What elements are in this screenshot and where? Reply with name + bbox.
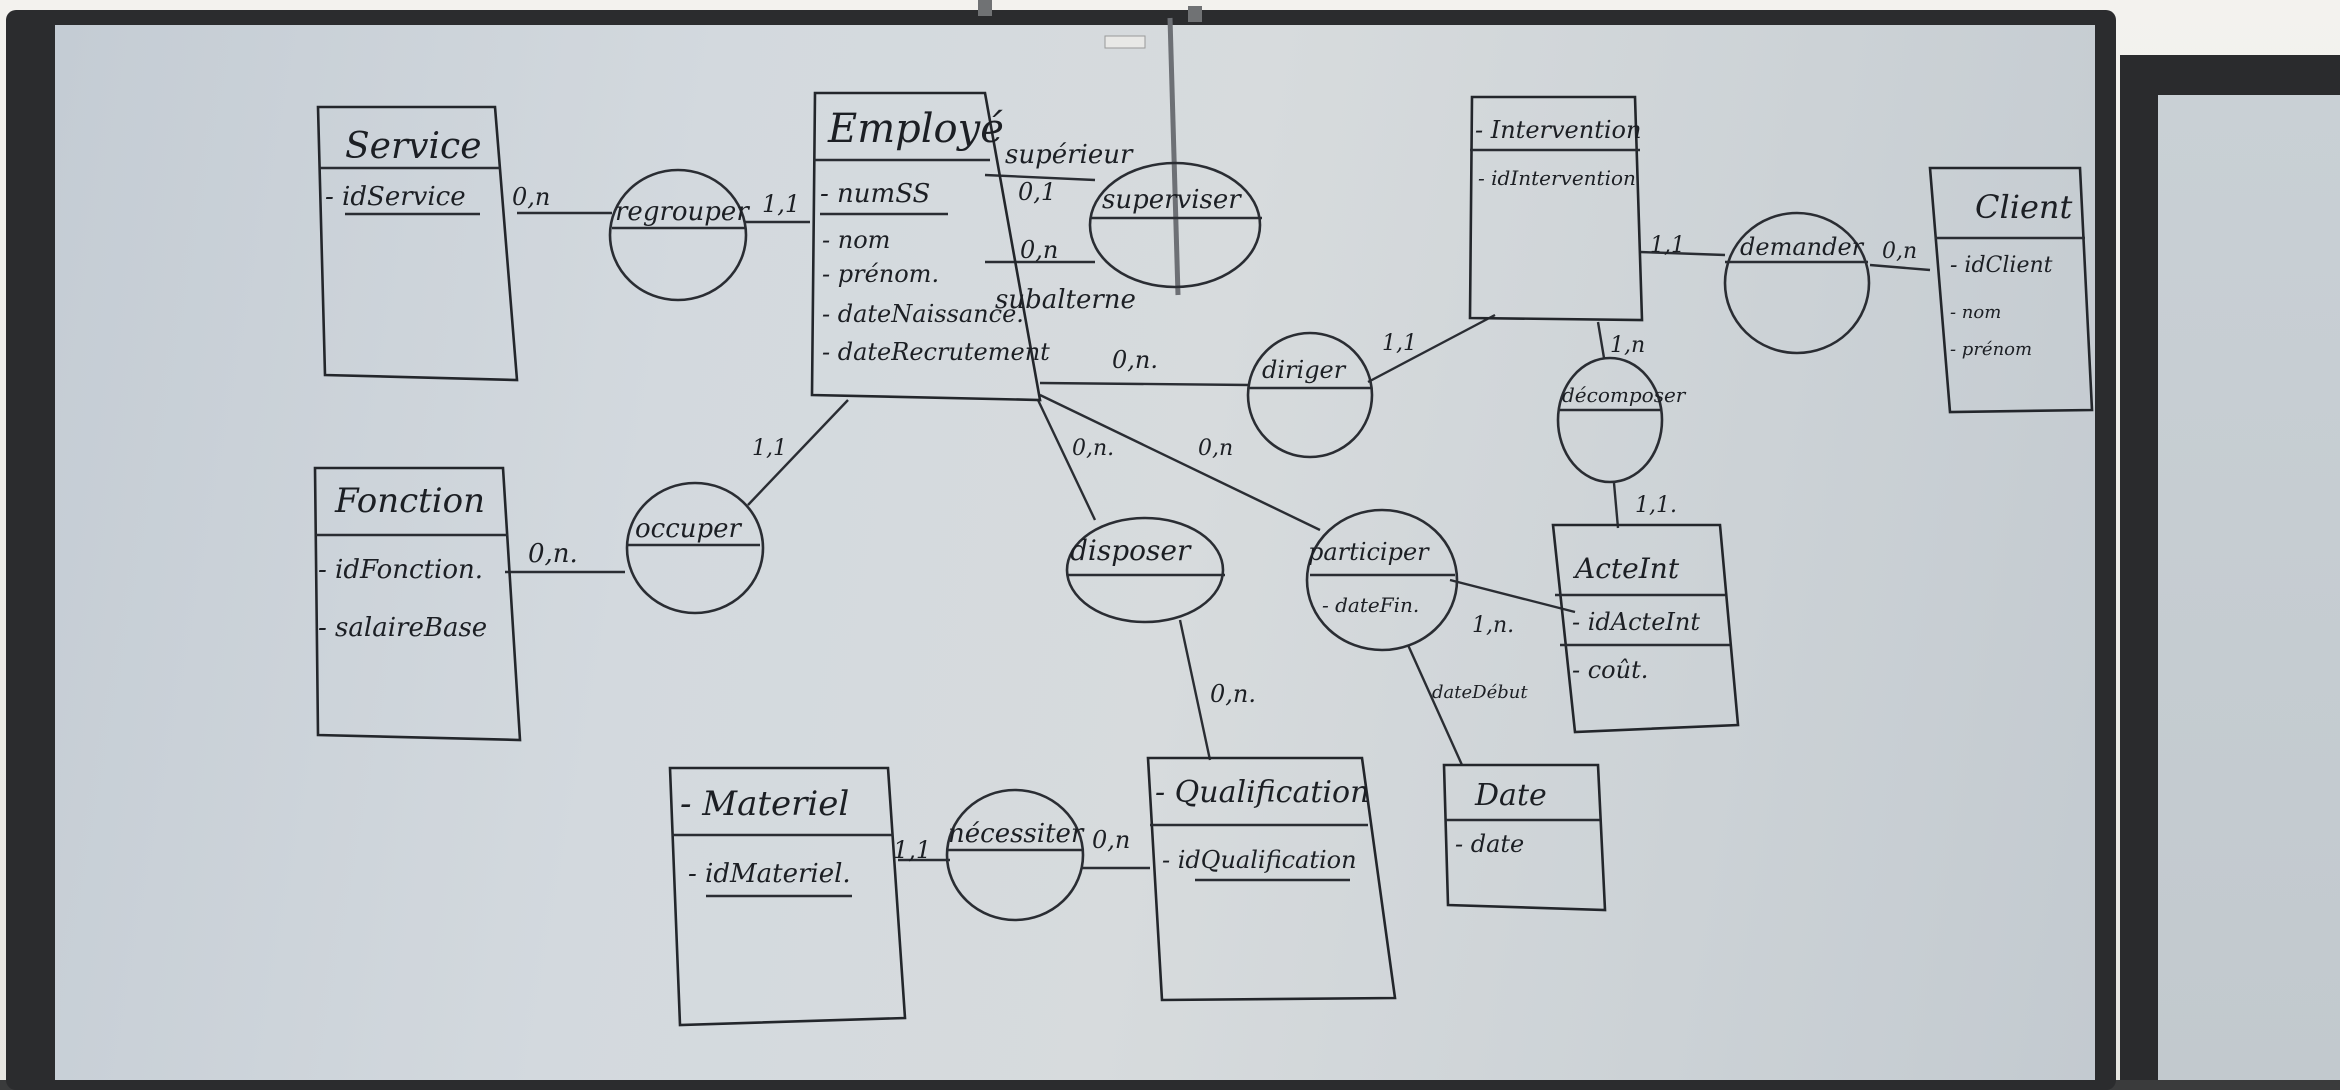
assoc-label: occuper — [635, 514, 743, 544]
entity-attribute: - idQualification — [1162, 846, 1357, 874]
entity-date: Date - date — [1442, 763, 1607, 912]
assoc-decomposer: décomposer — [1556, 356, 1687, 484]
link-intervention-decomposer — [1596, 321, 1606, 359]
entity-attribute: - idFonction. — [318, 555, 483, 585]
assoc-demander: demander — [1723, 211, 1871, 355]
entity-title: - Materiel — [680, 784, 849, 824]
link-intervention-demander — [1639, 250, 1726, 257]
entity-attribute: - prénom. — [822, 260, 939, 288]
entity-attribute: - date — [1455, 830, 1524, 858]
card-necessiter-qualification: 0,n — [1092, 826, 1130, 854]
entity-intervention: - Intervention - idIntervention — [1468, 95, 1644, 322]
entity-attribute: - numSS — [820, 179, 930, 209]
entity-attribute: - dateRecrutement — [822, 338, 1050, 366]
entity-employe: Employé - numSS - nom - prénom. - dateNa… — [810, 91, 1050, 402]
link-participer-acte — [1449, 578, 1576, 614]
link-employe-superviser-top — [984, 173, 1096, 182]
role-superieur: supérieur — [1005, 140, 1134, 170]
card-service-regrouper: 0,n — [512, 183, 550, 211]
card-employe-diriger: 0,n. — [1112, 346, 1158, 374]
link-occuper-employe — [747, 399, 849, 506]
assoc-attribute: - dateFin. — [1322, 593, 1419, 617]
hanging-cord — [1167, 17, 1181, 296]
entity-title: Fonction — [334, 481, 485, 521]
entity-attribute: - nom — [1950, 302, 2001, 323]
card-occuper-employe: 1,1 — [752, 436, 787, 461]
entity-fonction: Fonction - idFonction. - salaireBase — [313, 466, 522, 742]
assoc-diriger: diriger — [1246, 331, 1374, 459]
card-decomposer-acte: 1,1. — [1635, 493, 1677, 518]
link-employe-disposer — [1036, 399, 1097, 521]
card-intervention-decomposer: 1,n — [1610, 333, 1645, 358]
entity-title: Service — [345, 126, 482, 167]
link-demander-client — [1869, 263, 1931, 272]
entity-title: Client — [1975, 188, 2073, 226]
entity-attribute: - idActeInt — [1572, 608, 1700, 636]
entity-title: Date — [1474, 778, 1547, 813]
card-disposer-qualification: 0,n. — [1210, 680, 1256, 708]
board-label — [1104, 35, 1146, 49]
card-materiel-necessiter: 1,1 — [893, 836, 931, 864]
assoc-occuper: occuper — [625, 481, 765, 615]
whiteboard — [55, 25, 2095, 1080]
card-superviser-bottom: 0,n — [1020, 236, 1058, 264]
assoc-label: nécessiter — [948, 819, 1085, 849]
card-participer-acte: 1,n. — [1472, 613, 1514, 638]
magnet — [978, 0, 992, 16]
assoc-label: demander — [1740, 233, 1865, 261]
entity-client: Client - idClient - nom - prénom — [1928, 166, 2094, 414]
entity-attribute: - salaireBase — [318, 613, 487, 643]
card-employe-participer: 0,n — [1198, 436, 1233, 461]
role-subalterne: subalterne — [995, 285, 1136, 315]
link-disposer-qualification — [1178, 619, 1212, 761]
link-employe-participer — [1039, 393, 1321, 532]
entity-service: Service - idService — [316, 105, 519, 382]
link-employe-diriger — [1039, 381, 1251, 387]
magnet — [1188, 6, 1202, 22]
entity-attribute: - nom — [822, 226, 890, 254]
assoc-label: superviser — [1102, 185, 1242, 215]
second-board — [2158, 95, 2340, 1080]
entity-materiel: - Materiel - idMateriel. — [668, 766, 907, 1027]
assoc-label: disposer — [1070, 534, 1192, 567]
link-label-date-debut: dateDébut — [1432, 682, 1528, 703]
link-participer-date — [1406, 644, 1464, 766]
entity-title: - Qualification — [1155, 775, 1369, 810]
assoc-label: diriger — [1262, 356, 1347, 384]
entity-acte: ActeInt - idActeInt - coût. — [1551, 523, 1740, 734]
entity-attribute: - prénom — [1950, 339, 2032, 360]
card-employe-disposer: 0,n. — [1072, 436, 1114, 461]
assoc-participer: participer - dateFin. — [1305, 508, 1459, 652]
link-diriger-intervention — [1367, 313, 1496, 384]
assoc-superviser: superviser — [1088, 161, 1262, 289]
entity-title: ActeInt — [1572, 552, 1680, 585]
assoc-label: participer — [1308, 538, 1430, 566]
entity-attribute: - dateNaissance. — [822, 300, 1024, 328]
entity-attribute: - idIntervention — [1478, 166, 1636, 190]
link-decomposer-acte — [1612, 482, 1620, 529]
card-demander-client: 0,n — [1882, 239, 1917, 264]
assoc-disposer: disposer — [1065, 516, 1225, 624]
assoc-regrouper: regrouper — [608, 168, 750, 302]
card-fonction-occuper: 0,n. — [528, 539, 578, 569]
entity-title: - Intervention — [1475, 116, 1641, 144]
entity-title: Employé — [827, 106, 1004, 152]
card-intervention-demander: 1,1 — [1650, 233, 1685, 258]
entity-attribute: - idMateriel. — [688, 859, 851, 889]
entity-attribute: - idService — [325, 182, 466, 212]
card-diriger-intervention: 1,1 — [1382, 331, 1417, 356]
assoc-label: décomposer — [1562, 383, 1687, 407]
card-superviser-top: 0,1 — [1018, 178, 1056, 206]
card-regrouper-employe: 1,1 — [762, 190, 800, 218]
entity-attribute: - idClient — [1950, 253, 2053, 278]
entity-qualification: - Qualification - idQualification — [1146, 756, 1397, 1002]
entity-attribute: - coût. — [1572, 656, 1648, 684]
assoc-necessiter: nécessiter — [945, 788, 1085, 922]
assoc-label: regrouper — [615, 197, 750, 227]
